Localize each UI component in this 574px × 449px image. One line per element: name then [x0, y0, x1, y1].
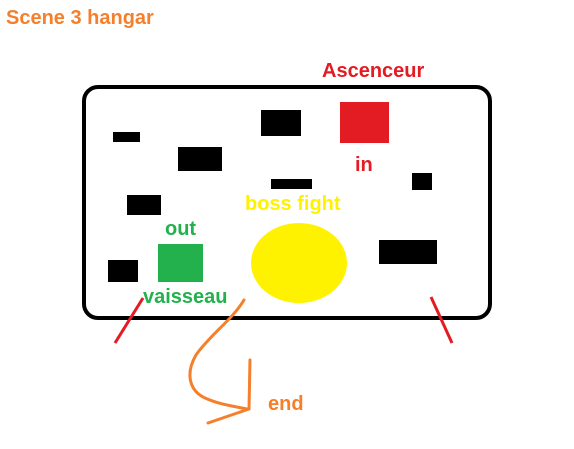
ascenseur-square [340, 102, 389, 143]
boss-fight-label: boss fight [245, 193, 341, 215]
obstacle [127, 195, 161, 215]
right-leg [429, 296, 454, 344]
obstacle [108, 260, 138, 282]
obstacle [178, 147, 222, 171]
out-square [158, 244, 203, 282]
obstacle [261, 110, 301, 136]
end-path-arrow-tail [206, 407, 251, 425]
in-label: in [355, 154, 373, 176]
obstacle [113, 132, 140, 142]
boss-fight-circle [251, 223, 347, 303]
out-label: out [165, 218, 197, 240]
end-path-arrow-stem [247, 358, 252, 411]
end-path-arrow [188, 298, 249, 411]
end-label: end [268, 393, 304, 415]
vaisseau-label: vaisseau [143, 286, 228, 308]
left-leg [113, 297, 145, 344]
obstacle [412, 173, 432, 190]
ascenseur-label: Ascenceur [322, 60, 425, 82]
hangar-outline [82, 85, 492, 320]
obstacle [271, 179, 312, 189]
obstacle [379, 240, 437, 264]
diagram-title: Scene 3 hangar [6, 7, 154, 29]
